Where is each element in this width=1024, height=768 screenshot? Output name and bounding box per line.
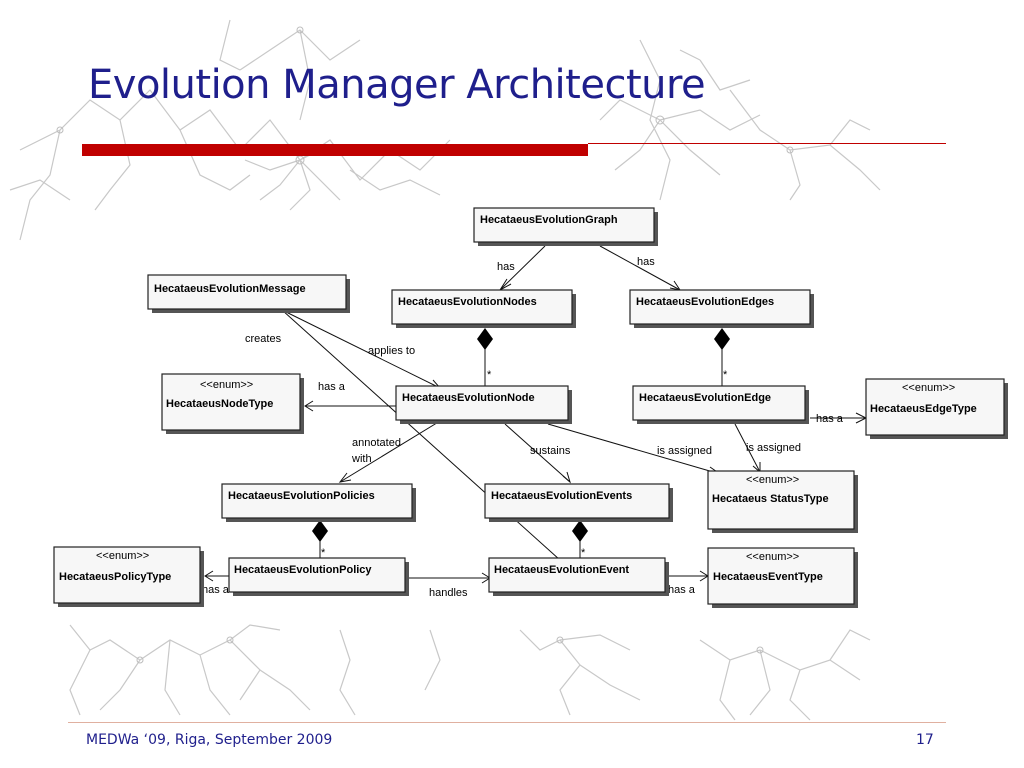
class-stereotype: <<enum>> xyxy=(200,379,253,391)
label-event-has-a: has a xyxy=(668,584,696,596)
multiplicity-policies: * xyxy=(321,547,326,559)
class-evolution-policy: HecataeusEvolutionPolicy xyxy=(228,557,409,596)
class-name: HecataeusEvolutionNodes xyxy=(398,296,537,308)
class-name: HecataeusEvolutionEvents xyxy=(491,490,632,502)
class-name: HecataeusEdgeType xyxy=(870,403,977,415)
label-sustains: sustains xyxy=(530,445,571,457)
class-evolution-graph: HecataeusEvolutionGraph xyxy=(473,207,658,246)
label-handles: handles xyxy=(429,587,468,599)
page-number: 17 xyxy=(916,732,934,748)
class-stereotype: <<enum>> xyxy=(902,382,955,394)
class-name: HecataeusEvolutionNode xyxy=(402,392,535,404)
class-evolution-edge: HecataeusEvolutionEdge xyxy=(632,385,809,424)
title-accent-line xyxy=(588,143,946,144)
class-evolution-nodes: HecataeusEvolutionNodes xyxy=(391,289,576,328)
class-policy-type: <<enum>> HecataeusPolicyType xyxy=(53,546,204,607)
class-stereotype: <<enum>> xyxy=(96,550,149,562)
class-name: HecataeusEvolutionEdge xyxy=(639,392,771,404)
class-stereotype: <<enum>> xyxy=(746,551,799,563)
class-evolution-events: HecataeusEvolutionEvents xyxy=(484,483,673,522)
label-node-is-assigned: is assigned xyxy=(657,445,712,457)
composition-diamonds xyxy=(312,328,730,542)
class-name: HecataeusEvolutionPolicy xyxy=(234,564,372,576)
label-edge-has-a: has a xyxy=(816,413,844,425)
class-name: Hecataeus StatusType xyxy=(712,493,829,505)
class-evolution-edges: HecataeusEvolutionEdges xyxy=(629,289,814,328)
class-name: HecataeusPolicyType xyxy=(59,571,171,583)
label-edge-is-assigned: is assigned xyxy=(746,442,801,454)
footer-event-info: MEDWa ‘09, Riga, September 2009 xyxy=(86,732,333,748)
label-creates: creates xyxy=(245,333,282,345)
class-event-type: <<enum>> HecataeusEventType xyxy=(707,547,858,608)
class-stereotype: <<enum>> xyxy=(746,474,799,486)
multiplicity-edges: * xyxy=(723,369,728,381)
class-edge-type: <<enum>> HecataeusEdgeType xyxy=(865,378,1008,439)
class-name: HecataeusEvolutionMessage xyxy=(154,283,306,295)
multiplicity-nodes: * xyxy=(487,369,492,381)
label-graph-has-edges: has xyxy=(637,256,655,268)
class-name: HecataeusEvolutionPolicies xyxy=(228,490,375,502)
title-accent-bar xyxy=(82,144,588,156)
class-name: HecataeusEvolutionEdges xyxy=(636,296,774,308)
class-evolution-message: HecataeusEvolutionMessage xyxy=(147,274,350,313)
class-name: HecataeusEvolutionEvent xyxy=(494,564,629,576)
class-evolution-policies: HecataeusEvolutionPolicies xyxy=(221,483,416,522)
label-graph-has-nodes: has xyxy=(497,261,515,273)
class-name: HecataeusNodeType xyxy=(166,398,273,410)
footer-divider xyxy=(68,722,946,723)
label-annotated: annotated xyxy=(352,437,401,449)
class-name: HecataeusEventType xyxy=(713,571,823,583)
class-evolution-node: HecataeusEvolutionNode xyxy=(395,385,572,424)
label-applies-to: applies to xyxy=(368,345,415,357)
label-node-has-a: has a xyxy=(318,381,346,393)
class-status-type: <<enum>> Hecataeus StatusType xyxy=(707,470,858,533)
multiplicity-events: * xyxy=(581,547,586,559)
class-node-type: <<enum>> HecataeusNodeType xyxy=(161,373,304,434)
class-name: HecataeusEvolutionGraph xyxy=(480,214,618,226)
slide-title: Evolution Manager Architecture xyxy=(88,62,706,108)
label-policy-has-a: has a xyxy=(202,584,230,596)
class-evolution-event: HecataeusEvolutionEvent xyxy=(488,557,669,596)
label-with: with xyxy=(351,453,372,465)
